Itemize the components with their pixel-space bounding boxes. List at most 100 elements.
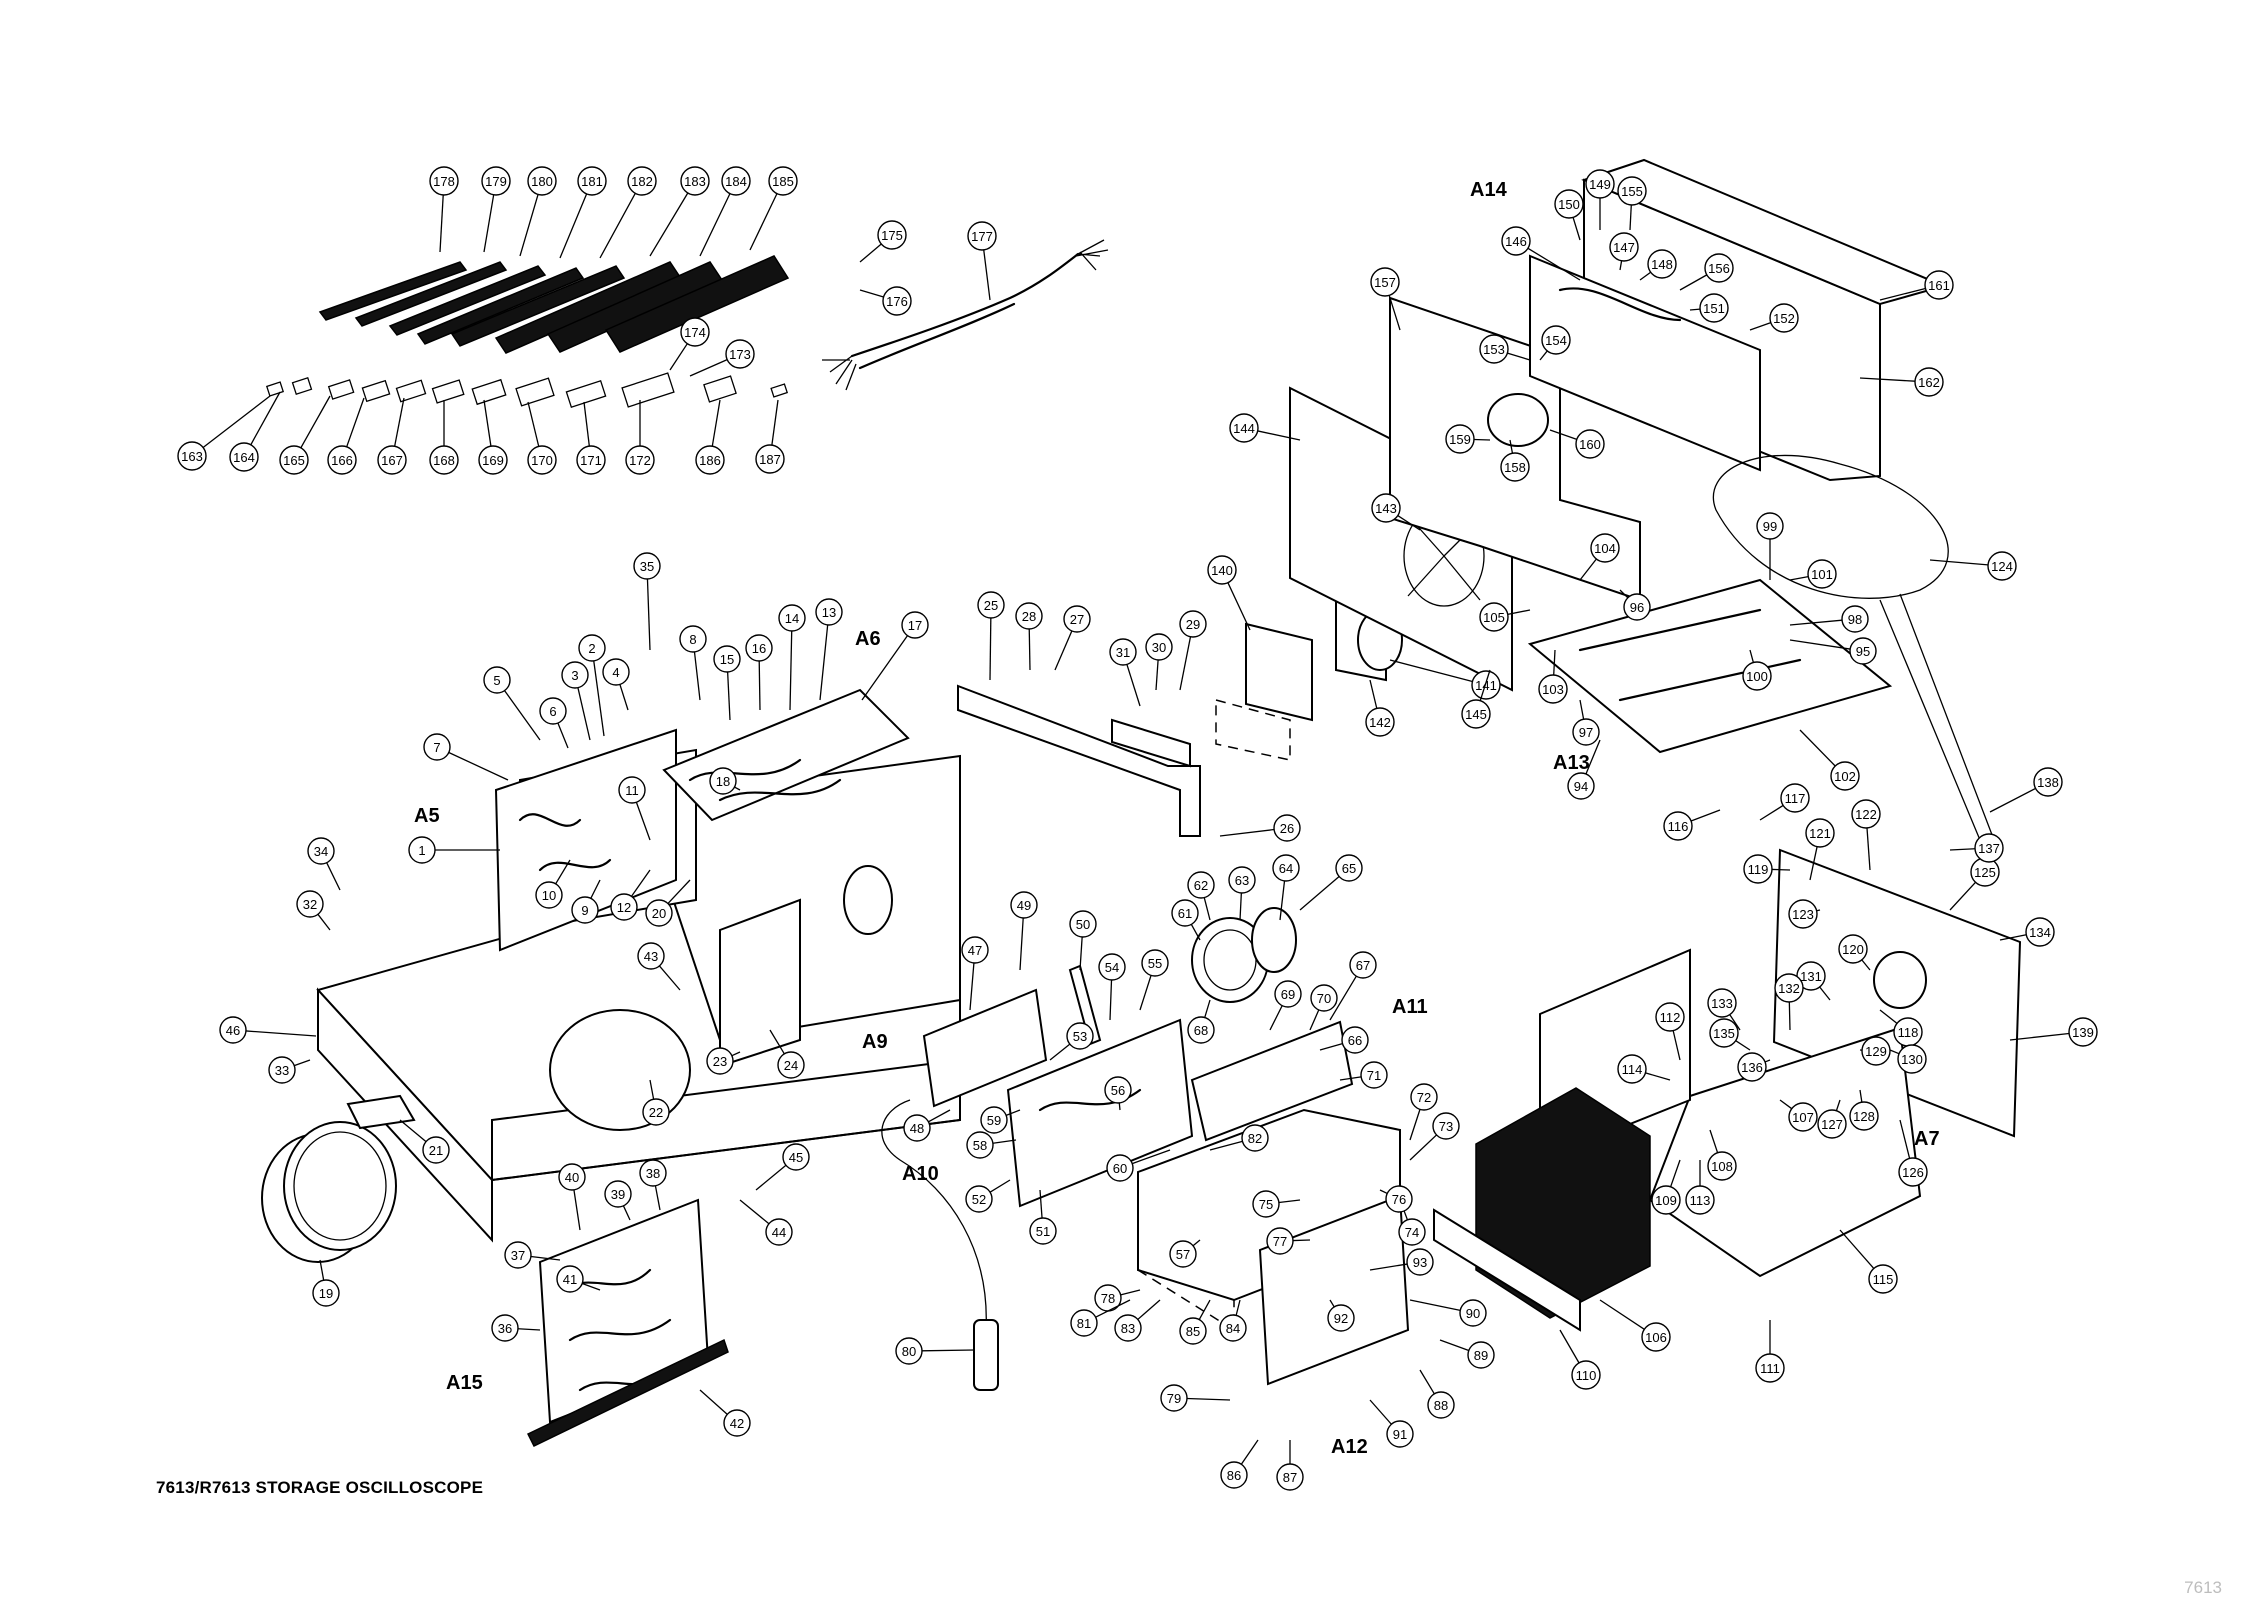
callout-bubble bbox=[527, 445, 557, 475]
callout-100: 100 bbox=[1742, 649, 1772, 691]
callout-number: 139 bbox=[2072, 1025, 2094, 1040]
callout-148: 148 bbox=[1639, 249, 1677, 281]
callout-leader bbox=[1679, 274, 1708, 291]
callout-187: 187 bbox=[755, 399, 785, 474]
callout-number: 105 bbox=[1483, 610, 1505, 625]
callout-bubble bbox=[1479, 602, 1509, 632]
callout-number: 167 bbox=[381, 453, 403, 468]
callout-leader bbox=[1789, 575, 1809, 581]
callout-leader bbox=[1240, 1439, 1259, 1465]
callout-number: 130 bbox=[1901, 1052, 1923, 1067]
callout-leader bbox=[1949, 848, 1976, 851]
callout-75: 75 bbox=[1252, 1190, 1301, 1218]
callout-43: 43 bbox=[637, 942, 681, 991]
callout-125: 125 bbox=[1949, 857, 2000, 911]
callout-leader bbox=[439, 194, 444, 253]
callout-bubble bbox=[1897, 1044, 1927, 1074]
callout-number: 6 bbox=[549, 704, 556, 719]
bracket-110 bbox=[1433, 1208, 1581, 1332]
callout-leader bbox=[1999, 934, 2027, 941]
callout-number: 100 bbox=[1746, 669, 1768, 684]
callout-leader bbox=[983, 249, 991, 301]
callout-leader bbox=[749, 193, 778, 251]
callout-leader bbox=[1028, 628, 1031, 671]
callout-number: 26 bbox=[1280, 821, 1294, 836]
callout-83: 83 bbox=[1114, 1299, 1161, 1342]
callout-number: 65 bbox=[1342, 861, 1356, 876]
callout-leader bbox=[517, 1328, 541, 1331]
callout-bubble bbox=[1459, 1299, 1487, 1327]
callout-number: 75 bbox=[1259, 1197, 1273, 1212]
callout-leader bbox=[1329, 975, 1357, 1021]
callout-bubble bbox=[627, 166, 657, 196]
callout-leader bbox=[1192, 1239, 1201, 1247]
callout-leader bbox=[1473, 438, 1491, 441]
callout-36: 36 bbox=[491, 1314, 541, 1342]
callout-leader bbox=[726, 671, 731, 721]
callout-leader bbox=[1120, 1289, 1141, 1296]
callout-bubble bbox=[709, 767, 737, 795]
callout-21: 21 bbox=[399, 1119, 450, 1164]
callout-bubble bbox=[1370, 267, 1400, 297]
callout-number: 163 bbox=[181, 449, 203, 464]
callout-15: 15 bbox=[713, 645, 741, 721]
callout-bubble bbox=[1272, 854, 1300, 882]
callout-bubble bbox=[1266, 1227, 1294, 1255]
callout-bubble bbox=[1385, 1185, 1413, 1213]
callout-bubble bbox=[1841, 605, 1869, 633]
callout-number: 93 bbox=[1413, 1255, 1427, 1270]
callout-number: 60 bbox=[1113, 1161, 1127, 1176]
callout-number: 101 bbox=[1811, 567, 1833, 582]
callout-174: 174 bbox=[669, 317, 710, 371]
callout-leader bbox=[1645, 1072, 1671, 1081]
callout-bubble bbox=[1817, 1109, 1847, 1139]
callout-158: 158 bbox=[1500, 439, 1530, 482]
callout-number: 2 bbox=[588, 641, 595, 656]
callout-number: 120 bbox=[1842, 942, 1864, 957]
callout-bubble bbox=[1069, 910, 1097, 938]
callout-leader bbox=[577, 687, 591, 741]
callout-leader bbox=[769, 1029, 785, 1055]
callout-56: 56 bbox=[1104, 1076, 1132, 1111]
board-a9 bbox=[922, 988, 1048, 1108]
callout-leader bbox=[1209, 1140, 1243, 1151]
callout-149: 149 bbox=[1585, 169, 1615, 230]
callout-bubble bbox=[1273, 814, 1301, 842]
callout-number: 97 bbox=[1579, 725, 1593, 740]
callout-leader bbox=[771, 399, 779, 446]
callout-166: 166 bbox=[327, 397, 365, 475]
callout-bubble bbox=[1755, 1353, 1785, 1383]
callout-93: 93 bbox=[1369, 1248, 1434, 1276]
callout-144: 144 bbox=[1229, 413, 1301, 443]
assembly-label-a13: A13 bbox=[1553, 752, 1590, 774]
callout-28: 28 bbox=[1015, 602, 1043, 671]
callout-number: 88 bbox=[1434, 1398, 1448, 1413]
callout-leader bbox=[1809, 846, 1818, 881]
callout-number: 55 bbox=[1148, 956, 1162, 971]
callout-leader bbox=[1118, 1102, 1121, 1111]
callout-number: 115 bbox=[1873, 1272, 1894, 1287]
callout-65: 65 bbox=[1299, 854, 1363, 911]
callout-number: 22 bbox=[649, 1105, 663, 1120]
callout-number: 4 bbox=[612, 665, 619, 680]
callout-number: 57 bbox=[1176, 1247, 1190, 1262]
callout-number: 38 bbox=[646, 1166, 660, 1181]
callout-number: 56 bbox=[1111, 1083, 1125, 1098]
callout-bubble bbox=[1461, 699, 1491, 729]
callout-leader bbox=[1509, 439, 1514, 454]
callout-bubble bbox=[296, 890, 324, 918]
callout-leader bbox=[1095, 1299, 1131, 1318]
callout-number: 17 bbox=[908, 618, 922, 633]
callout-72: 72 bbox=[1409, 1083, 1438, 1141]
callout-number: 138 bbox=[2037, 775, 2059, 790]
callout-number: 141 bbox=[1475, 678, 1497, 693]
shaft-50 bbox=[1068, 964, 1102, 1046]
callout-leader bbox=[1771, 868, 1791, 871]
callout-leader bbox=[1419, 1369, 1435, 1395]
callout-112: 112 bbox=[1655, 1002, 1685, 1061]
callout-number: 90 bbox=[1466, 1306, 1480, 1321]
callout-leader bbox=[559, 193, 588, 259]
callout-bubble bbox=[877, 220, 907, 250]
callout-131: 131 bbox=[1796, 961, 1831, 1001]
callout-20: 20 bbox=[645, 879, 691, 927]
